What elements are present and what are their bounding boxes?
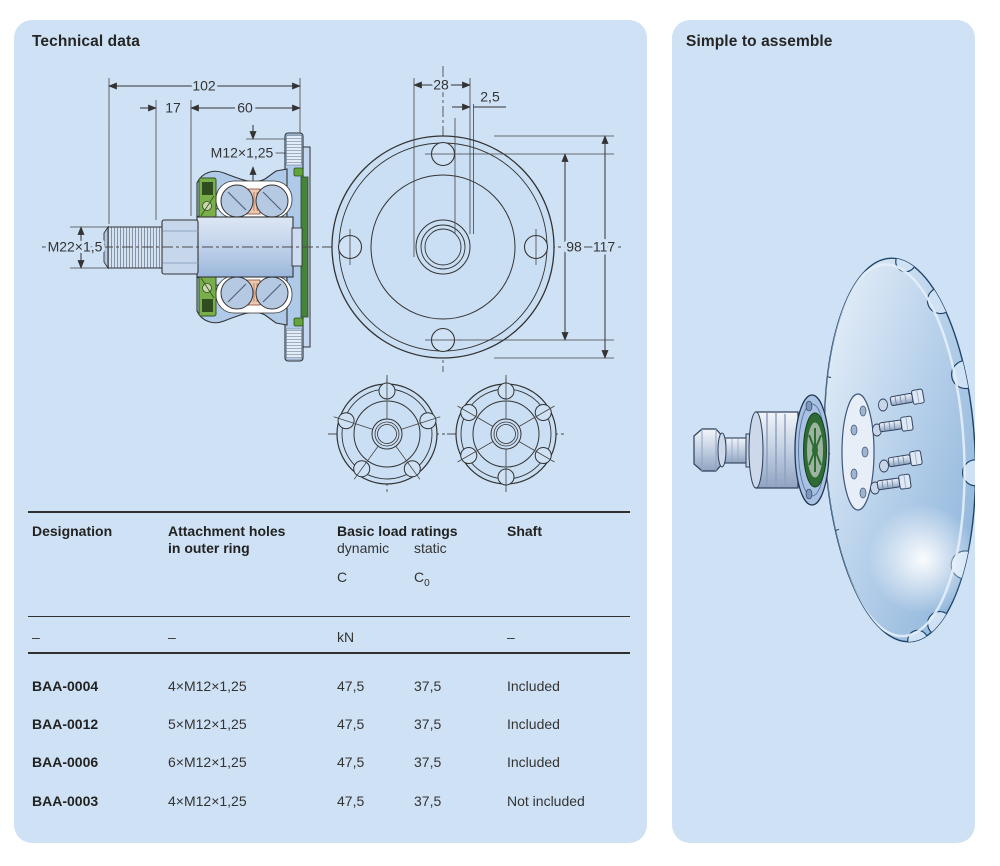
technical-drawing: 102 17 60 M12×1,25 M22×1,5 [42, 66, 622, 493]
attachment-bolts [876, 388, 925, 491]
cell-designation: BAA-0003 [32, 793, 99, 809]
cell-shaft: Included [507, 716, 560, 732]
table-rule-middle [28, 616, 630, 617]
assembly-illustration [693, 254, 975, 646]
five-hole-variant-view [328, 375, 446, 493]
unit-ratings: kN [337, 629, 355, 645]
table-row: BAA-0006 6×M12×1,25 47,5 37,5 Included [28, 754, 637, 771]
col-static-header: static [414, 540, 447, 556]
table-row: BAA-0012 5×M12×1,25 47,5 37,5 Included [28, 716, 637, 733]
oring-top [293, 167, 304, 177]
flange-bolt-hole-top [286, 134, 302, 166]
unit-designation: – [32, 629, 40, 645]
threaded-shaft [107, 226, 163, 269]
mounting-plate [841, 393, 875, 511]
dim-m22: M22×1,5 [48, 239, 103, 255]
cell-designation: BAA-0004 [32, 678, 99, 694]
cell-static: 37,5 [414, 793, 442, 809]
technical-data-title: Technical data [32, 33, 140, 50]
cell-dynamic: 47,5 [337, 716, 365, 732]
cell-shaft: Not included [507, 793, 585, 809]
dim-98: 98 [566, 239, 582, 255]
side-section-view: 102 17 60 M12×1,25 M22×1,5 [42, 75, 324, 362]
axle-nut [693, 428, 727, 472]
assembly-panel: Simple to assemble [672, 20, 975, 843]
hub-unit [715, 394, 830, 506]
cell-static: 37,5 [414, 678, 442, 694]
dim-m12: M12×1,25 [211, 145, 274, 161]
cell-static: 37,5 [414, 754, 442, 770]
dim-117: 117 [593, 239, 616, 255]
col-dynamic-header: dynamic [337, 540, 390, 556]
col-shaft-header: Shaft [507, 523, 542, 539]
technical-data-panel: Technical data [14, 20, 647, 843]
hub-seal-ring [803, 412, 827, 488]
cell-dynamic: 47,5 [337, 754, 365, 770]
cell-designation: BAA-0012 [32, 716, 99, 732]
col-ratings-header: Basic load ratings [337, 523, 458, 539]
col-designation-header: Designation [32, 523, 113, 539]
dim-102: 102 [192, 78, 216, 94]
unit-attachment: – [168, 629, 176, 645]
seal [198, 177, 217, 219]
table-rule-top [28, 511, 630, 513]
flange-bolt-hole-bottom [286, 328, 302, 360]
cell-static: 37,5 [414, 716, 442, 732]
table-symbol-row: C C0 [28, 569, 637, 592]
cell-dynamic: 47,5 [337, 793, 365, 809]
cell-designation: BAA-0006 [32, 754, 99, 770]
cell-holes: 5×M12×1,25 [168, 716, 247, 732]
front-view-dimensions: 28 2,5 98 117 [413, 74, 618, 359]
dim-2-5: 2,5 [480, 89, 500, 105]
cell-holes: 6×M12×1,25 [168, 754, 247, 770]
table-subheader-row: in outer ring dynamic static [28, 540, 637, 557]
cell-shaft: Included [507, 678, 560, 694]
unit-shaft: – [507, 629, 515, 645]
table-header-row: Designation Attachment holes Basic load … [28, 523, 637, 540]
six-hole-variant-view [447, 375, 565, 493]
oring-bottom [293, 317, 304, 327]
dim-28: 28 [433, 77, 449, 93]
cell-dynamic: 47,5 [337, 678, 365, 694]
disc-blade [822, 254, 975, 646]
col-attachment-header-line2: in outer ring [168, 540, 250, 556]
col-attachment-header: Attachment holes [168, 523, 286, 539]
dim-17: 17 [165, 100, 181, 116]
dim-60: 60 [237, 100, 253, 116]
side-view-dimensions: 102 17 60 M12×1,25 M22×1,5 [45, 75, 301, 269]
table-rule-bottom [28, 652, 630, 654]
table-row: BAA-0004 4×M12×1,25 47,5 37,5 Included [28, 678, 637, 695]
cell-holes: 4×M12×1,25 [168, 678, 247, 694]
symbol-c-static: C0 [414, 569, 430, 589]
flange-holes [337, 141, 549, 353]
front-view: 28 2,5 98 117 [324, 66, 622, 372]
symbol-c-dynamic: C [337, 569, 348, 585]
assembly-title: Simple to assemble [686, 33, 833, 50]
cell-shaft: Included [507, 754, 560, 770]
table-units-row: – – kN – [28, 629, 637, 646]
cell-holes: 4×M12×1,25 [168, 793, 247, 809]
table-row: BAA-0003 4×M12×1,25 47,5 37,5 Not includ… [28, 793, 637, 810]
